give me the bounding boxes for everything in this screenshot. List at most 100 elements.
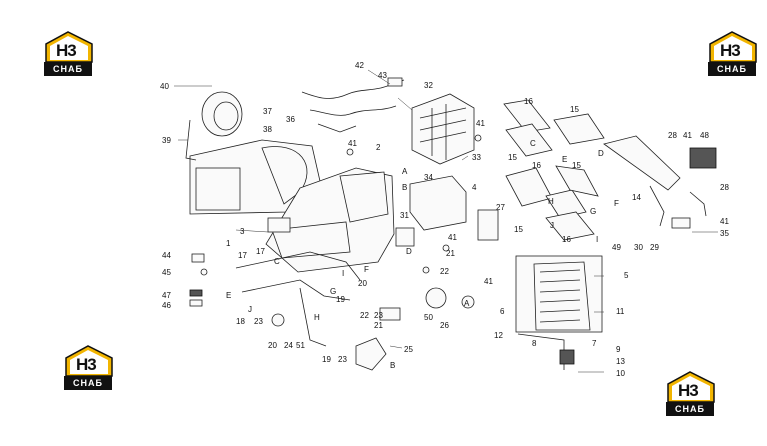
- callout-label: G: [590, 207, 596, 216]
- callout-label: 8: [532, 339, 537, 348]
- callout-label: D: [598, 149, 604, 158]
- callout-label: 41: [484, 277, 493, 286]
- callout-label: 25: [404, 345, 413, 354]
- callout-label: 26: [440, 321, 449, 330]
- callout-label: 42: [355, 61, 364, 70]
- callout-label: 21: [374, 321, 383, 330]
- house-logo-icon: [65, 345, 113, 377]
- house-logo-icon: [667, 371, 715, 403]
- callout-label: 23: [374, 311, 383, 320]
- callout-label: B: [390, 361, 395, 370]
- callout-label: 10: [616, 369, 625, 378]
- callout-label: 51: [296, 341, 305, 350]
- logo-caption: СНАБ: [44, 62, 92, 76]
- callout-label: 23: [338, 355, 347, 364]
- callout-label: 27: [496, 203, 505, 212]
- logo-mark: H3: [678, 381, 699, 400]
- callout-label: C: [530, 139, 536, 148]
- callout-label: 35: [720, 229, 729, 238]
- callout-label: E: [226, 291, 231, 300]
- house-logo-icon: [709, 31, 757, 63]
- logo-caption: СНАБ: [666, 402, 714, 416]
- brand-logo-top-right: H3 СНАБ: [706, 30, 760, 80]
- callout-label: 46: [162, 301, 171, 310]
- filter-panels: [503, 99, 605, 241]
- brand-logo-top-left: H3 СНАБ: [42, 30, 96, 80]
- callout-label: 7: [592, 339, 597, 348]
- actuator-assembly: [395, 175, 499, 247]
- logo-caption: СНАБ: [64, 376, 112, 390]
- callout-label: 15: [514, 225, 523, 234]
- callout-label: 41: [348, 139, 357, 148]
- callout-label: 20: [358, 279, 367, 288]
- callout-label: F: [614, 199, 619, 208]
- house-logo-icon: [45, 31, 93, 63]
- callout-label: G: [330, 287, 336, 296]
- callout-label: 41: [448, 233, 457, 242]
- callout-label: B: [402, 183, 407, 192]
- logo-mark: H3: [76, 355, 97, 374]
- callout-label: 12: [494, 331, 503, 340]
- callout-label: 13: [616, 357, 625, 366]
- main-case: [265, 167, 395, 273]
- callout-label: 44: [162, 251, 171, 260]
- leader-lines: [174, 69, 718, 373]
- callout-label: 16: [524, 97, 533, 106]
- callout-label: 6: [500, 307, 505, 316]
- callout-label: 29: [650, 243, 659, 252]
- lower-linkages: [235, 251, 475, 371]
- callout-label: D: [406, 247, 412, 256]
- callout-label: 48: [700, 131, 709, 140]
- callout-label: I: [596, 235, 598, 244]
- callout-label: J: [248, 305, 252, 314]
- evaporator-core: [515, 255, 603, 370]
- callout-label: 31: [400, 211, 409, 220]
- callout-label: 22: [440, 267, 449, 276]
- air-duct: [603, 135, 717, 229]
- callout-label: 11: [616, 307, 625, 316]
- callout-label: 15: [570, 105, 579, 114]
- callout-label: 3: [240, 227, 245, 236]
- small-fasteners: [189, 134, 482, 307]
- callout-label: 43: [378, 71, 387, 80]
- callout-label: 19: [336, 295, 345, 304]
- callout-label: 40: [160, 82, 169, 91]
- callout-label: 49: [612, 243, 621, 252]
- blower-assembly: [185, 91, 323, 215]
- logo-mark: H3: [56, 41, 77, 60]
- callout-label: 19: [322, 355, 331, 364]
- callout-label: 37: [263, 107, 272, 116]
- callout-label: 38: [263, 125, 272, 134]
- callout-label: 17: [238, 251, 247, 260]
- callout-label: 41: [476, 119, 485, 128]
- brand-logo-bottom-right: H3 СНАБ: [664, 370, 718, 420]
- callout-label: 17: [256, 247, 265, 256]
- callout-label: J: [550, 221, 554, 230]
- callout-label: 45: [162, 268, 171, 277]
- callout-label: 5: [624, 271, 629, 280]
- callout-label: A: [464, 299, 470, 308]
- callout-label: 24: [284, 341, 293, 350]
- callout-label: 50: [424, 313, 433, 322]
- callout-label: 16: [532, 161, 541, 170]
- callout-label: 32: [424, 81, 433, 90]
- callout-label: 33: [472, 153, 481, 162]
- callout-label: H: [314, 313, 320, 322]
- callout-label: I: [342, 269, 344, 278]
- callout-label: 9: [616, 345, 621, 354]
- callout-label: 14: [632, 193, 641, 202]
- wiring-harness: [301, 77, 405, 133]
- callout-label: 16: [562, 235, 571, 244]
- callout-label: 22: [360, 311, 369, 320]
- callout-label: C: [274, 257, 280, 266]
- callout-label: 30: [634, 243, 643, 252]
- brand-logo-bottom-left: H3 СНАБ: [62, 344, 116, 394]
- callout-label: H: [548, 197, 554, 206]
- callout-label: 36: [286, 115, 295, 124]
- callout-label: 28: [668, 131, 677, 140]
- logo-mark: H3: [720, 41, 741, 60]
- callout-label: 23: [254, 317, 263, 326]
